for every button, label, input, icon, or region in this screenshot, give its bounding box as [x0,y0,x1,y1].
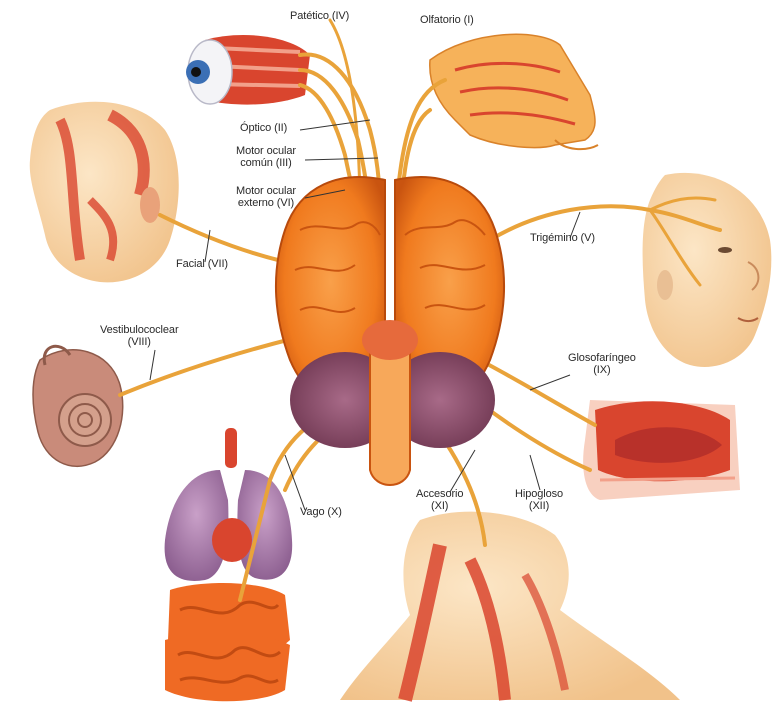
brain-illustration [276,177,504,485]
label-patetico: Patético (IV) [290,10,349,22]
inner-ear-illustration [33,346,123,466]
eye-illustration [186,35,310,105]
face-left-illustration [30,102,179,283]
face-right-illustration [643,173,772,367]
label-motor-ocular-externo: Motor ocularexterno (VI) [236,185,296,209]
mouth-tongue-illustration [583,400,740,500]
label-accesorio: Accesorio(XI) [416,488,463,512]
label-optico: Óptico (II) [240,122,287,134]
label-motor-ocular-comun: Motor ocularcomún (III) [236,145,296,169]
label-vestibulococlear: Vestibulococlear(VIII) [100,324,179,348]
label-vago: Vago (X) [300,506,342,518]
label-facial: Facial (VII) [176,258,228,270]
label-hipogloso: Hipogloso(XII) [515,488,563,512]
neck-illustration [340,512,680,700]
label-trigemino: Trigémino (V) [530,232,595,244]
nasal-cavity-illustration [430,34,598,149]
label-olfatorio: Olfatorio (I) [420,14,474,26]
label-glosofaringeo: Glosofaríngeo(IX) [568,352,636,376]
